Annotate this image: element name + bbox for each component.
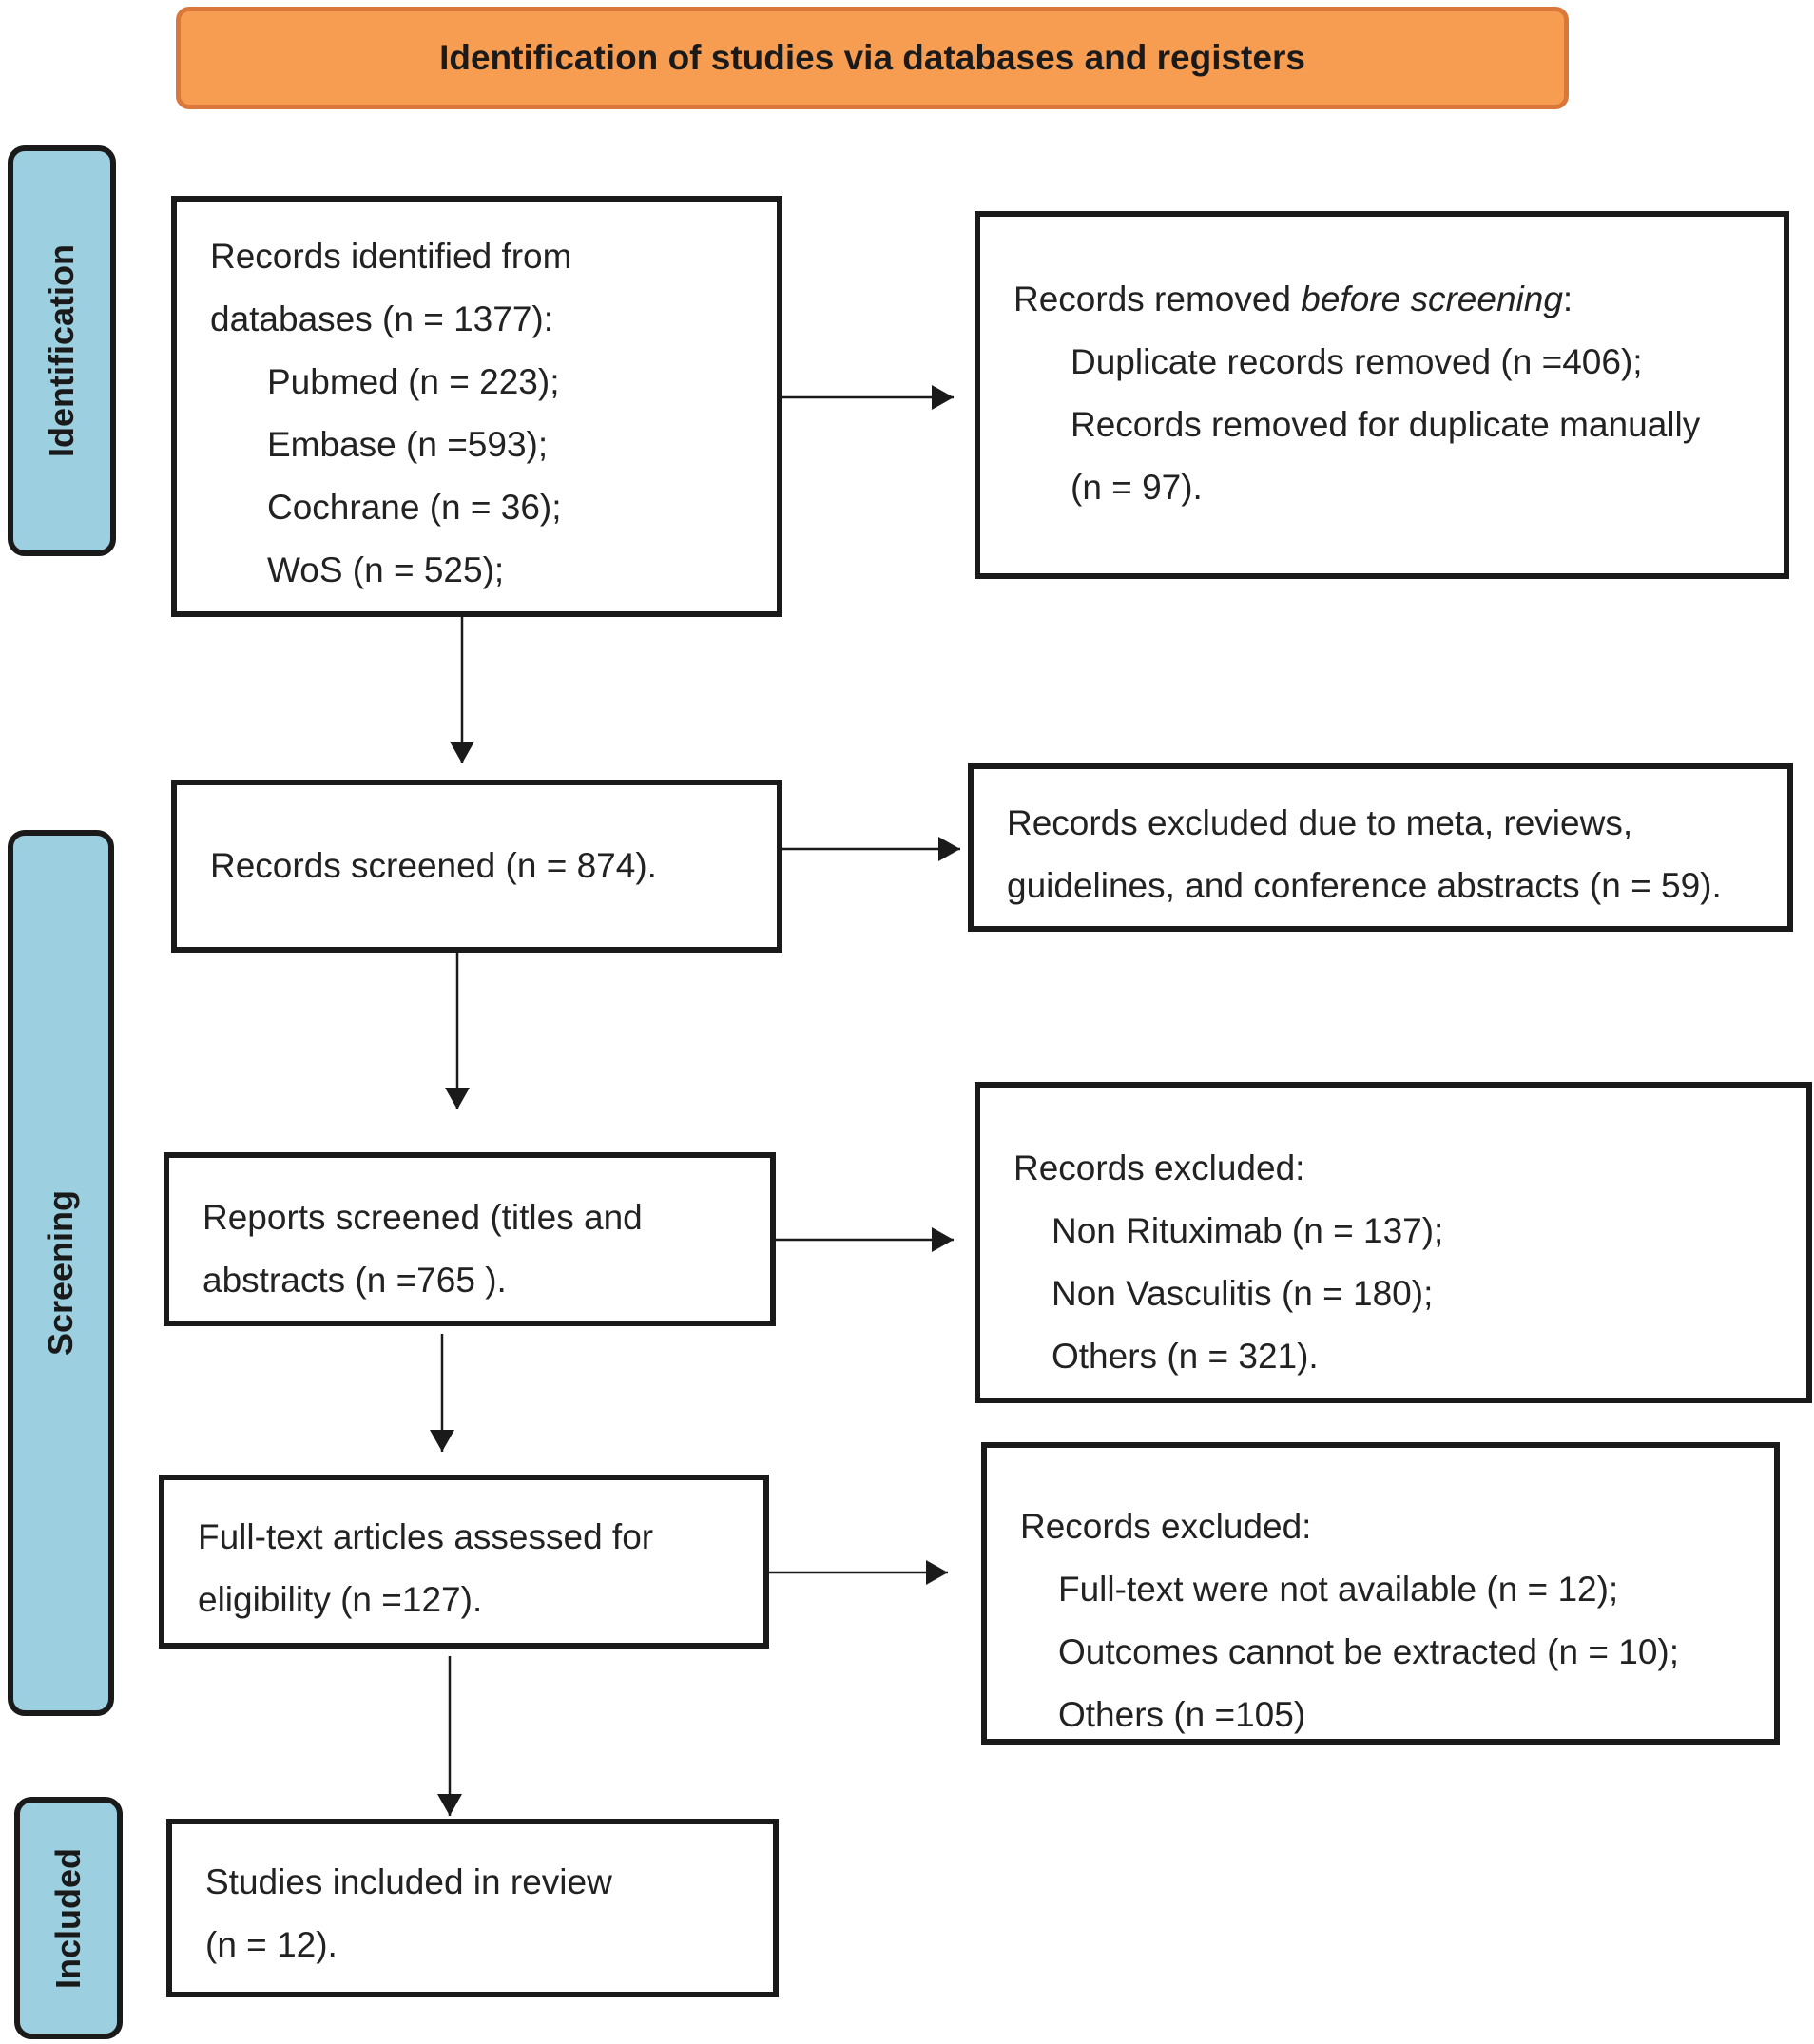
excluded-meta-box: Records excluded due to meta, reviews, g…	[968, 763, 1793, 932]
identified-line-2: databases (n = 1377):	[210, 299, 554, 338]
reports-screened-line-2: abstracts (n =765 ).	[203, 1261, 507, 1300]
reports-screened-box: Reports screened (titles and abstracts (…	[164, 1152, 776, 1326]
removed-item-manual: Records removed for duplicate manually	[1071, 405, 1701, 444]
arrowhead-down-4	[437, 1794, 462, 1816]
arrowhead-down-3	[430, 1430, 454, 1452]
included-line-1: Studies included in review	[205, 1862, 612, 1901]
excluded-meta-line-2: guidelines, and conference abstracts (n …	[1007, 866, 1722, 905]
source-embase: Embase (n =593);	[267, 425, 549, 464]
excluded-meta-line-1: Records excluded due to meta, reviews,	[1007, 803, 1633, 842]
phase-identification-label: Identification	[42, 244, 81, 457]
arrowhead-down-2	[445, 1088, 470, 1109]
excluded-reports-title: Records excluded:	[1013, 1148, 1305, 1187]
arrowhead-down-1	[450, 742, 474, 763]
source-pubmed: Pubmed (n = 223);	[267, 362, 560, 401]
removed-heading: Records removed before screening:	[1013, 280, 1573, 318]
full-text-line-2: eligibility (n =127).	[198, 1580, 483, 1619]
excluded-fulltext-title: Records excluded:	[1020, 1507, 1312, 1546]
excluded-item-not-available: Full-text were not available (n = 12);	[1058, 1570, 1619, 1609]
source-wos: WoS (n = 525);	[267, 550, 505, 589]
excluded-item-others: Others (n = 321).	[1052, 1337, 1319, 1376]
phase-identification: Identification	[8, 145, 116, 556]
records-removed-box: Records removed before screening: Duplic…	[975, 211, 1789, 579]
source-cochrane: Cochrane (n = 36);	[267, 488, 562, 527]
studies-included-box: Studies included in review (n = 12).	[166, 1819, 779, 1997]
header-banner: Identification of studies via databases …	[176, 7, 1569, 109]
phase-included: Included	[14, 1797, 123, 2039]
arrowhead-right-4	[926, 1560, 948, 1585]
included-line-2: (n = 12).	[205, 1925, 338, 1964]
arrowhead-right-1	[932, 385, 954, 410]
removed-item-count: (n = 97).	[1071, 468, 1203, 507]
excluded-reports-box: Records excluded: Non Rituximab (n = 137…	[975, 1082, 1812, 1403]
excluded-fulltext-box: Records excluded: Full-text were not ava…	[981, 1442, 1780, 1745]
full-text-box: Full-text articles assessed for eligibil…	[159, 1475, 769, 1649]
excluded-item-non-rituximab: Non Rituximab (n = 137);	[1052, 1211, 1444, 1250]
records-screened-box: Records screened (n = 874).	[171, 780, 782, 953]
excluded-item-non-vasculitis: Non Vasculitis (n = 180);	[1052, 1274, 1434, 1313]
records-screened-text: Records screened (n = 874).	[210, 846, 657, 885]
excluded-item-fulltext-others: Others (n =105)	[1058, 1695, 1306, 1734]
header-title: Identification of studies via databases …	[439, 38, 1305, 77]
arrowhead-right-2	[938, 837, 960, 861]
phase-screening: Screening	[8, 830, 114, 1716]
reports-screened-line-1: Reports screened (titles and	[203, 1198, 643, 1237]
full-text-line-1: Full-text articles assessed for	[198, 1517, 654, 1556]
arrowhead-right-3	[932, 1227, 954, 1252]
removed-item-duplicates: Duplicate records removed (n =406);	[1071, 342, 1643, 381]
records-identified-box: Records identified from databases (n = 1…	[171, 196, 782, 617]
phase-screening-label: Screening	[41, 1189, 80, 1357]
excluded-item-no-outcomes: Outcomes cannot be extracted (n = 10);	[1058, 1632, 1679, 1671]
identified-line-1: Records identified from	[210, 237, 572, 276]
phase-included-label: Included	[48, 1847, 87, 1989]
